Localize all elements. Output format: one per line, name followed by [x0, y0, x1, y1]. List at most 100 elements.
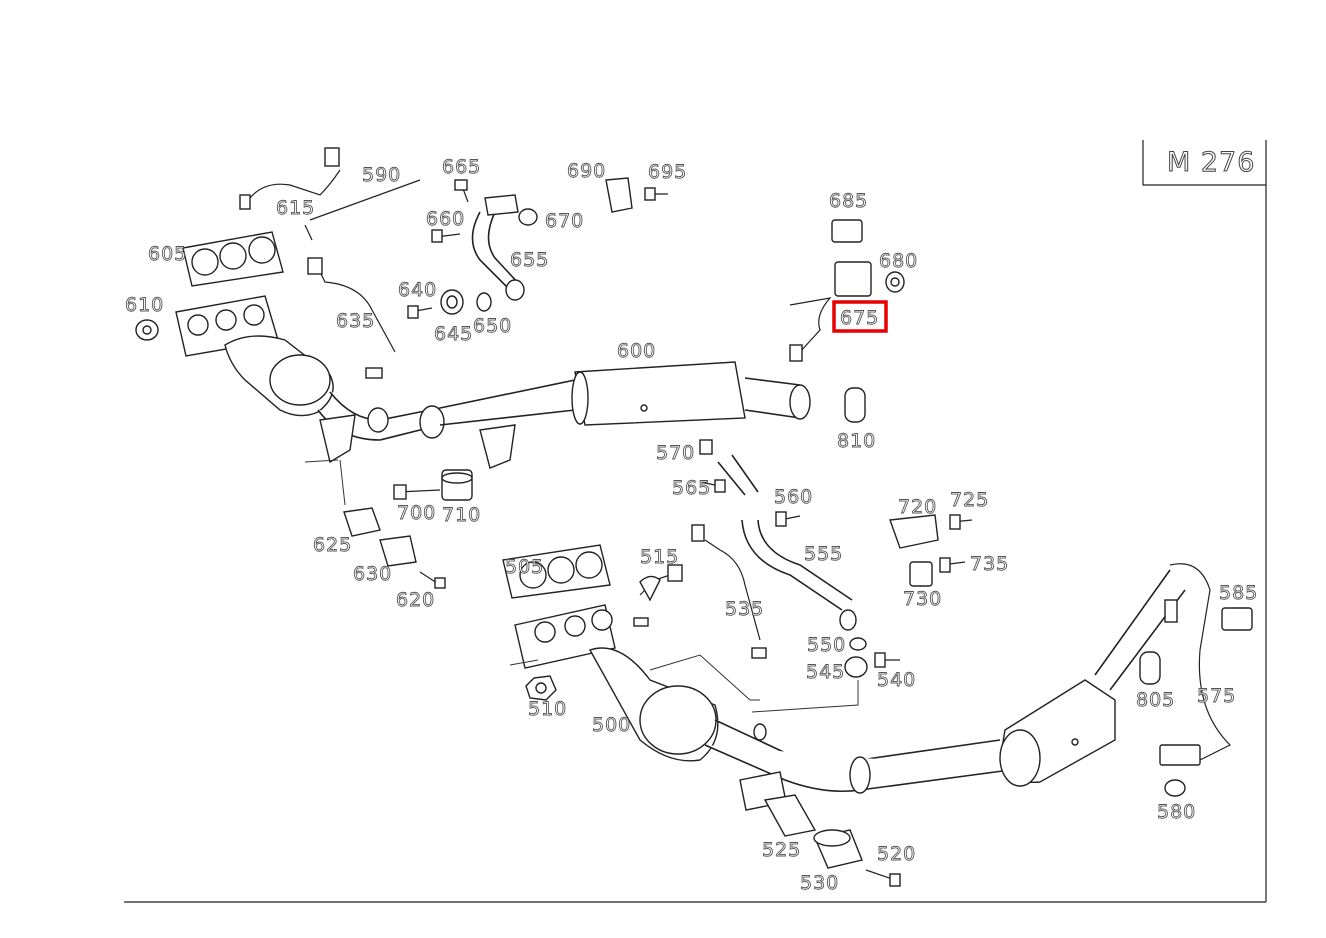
connector-685[interactable] [831, 219, 863, 243]
callout-580[interactable]: 580 [1157, 801, 1196, 824]
bolt-540[interactable] [874, 652, 900, 668]
callout-635[interactable]: 635 [336, 310, 375, 333]
callout-560[interactable]: 560 [774, 486, 813, 509]
callout-725[interactable]: 725 [950, 489, 989, 512]
damper-710[interactable] [441, 469, 473, 501]
callout-630[interactable]: 630 [353, 563, 392, 586]
callout-520[interactable]: 520 [877, 843, 916, 866]
callout-655[interactable]: 655 [510, 249, 549, 272]
callout-660[interactable]: 660 [426, 208, 465, 231]
callout-735[interactable]: 735 [970, 553, 1009, 576]
callout-700[interactable]: 700 [397, 502, 436, 525]
callout-645[interactable]: 645 [434, 323, 473, 346]
pipe-655[interactable] [471, 194, 525, 301]
callout-720[interactable]: 720 [898, 496, 937, 519]
gasket-670[interactable] [518, 208, 538, 226]
seal-650[interactable] [476, 292, 492, 312]
callout-640[interactable]: 640 [398, 279, 437, 302]
bracket-720[interactable] [889, 514, 939, 549]
callout-535[interactable]: 535 [725, 598, 764, 621]
bolt-565[interactable] [699, 479, 726, 493]
callout-665[interactable]: 665 [442, 156, 481, 179]
bracket-upper-2[interactable] [479, 424, 516, 469]
oxygen-sensor-675[interactable] [789, 261, 872, 362]
callout-805[interactable]: 805 [1136, 689, 1175, 712]
bracket-upper[interactable] [304, 414, 356, 464]
clamp-810[interactable] [844, 387, 866, 423]
connector-570[interactable] [699, 439, 713, 455]
bolt-725[interactable] [949, 514, 973, 530]
callout-695[interactable]: 695 [648, 161, 687, 184]
callout-680[interactable]: 680 [879, 250, 918, 273]
oxygen-sensor-635[interactable] [307, 257, 396, 379]
callout-510[interactable]: 510 [528, 698, 567, 721]
callout-710[interactable]: 710 [442, 504, 481, 527]
callout-690[interactable]: 690 [567, 160, 606, 183]
oxygen-sensor-535[interactable] [691, 524, 767, 659]
bolt-560[interactable] [775, 511, 801, 527]
callout-505[interactable]: 505 [505, 556, 544, 579]
nut-510[interactable] [525, 675, 557, 701]
gasket-505[interactable] [502, 544, 611, 599]
nut-680[interactable] [885, 271, 905, 293]
callout-600[interactable]: 600 [617, 340, 656, 363]
bolt-620[interactable] [419, 571, 446, 589]
nut-610[interactable] [135, 319, 159, 341]
callout-730[interactable]: 730 [903, 588, 942, 611]
callout-565[interactable]: 565 [672, 477, 711, 500]
callout-685[interactable]: 685 [829, 190, 868, 213]
damper-530[interactable] [813, 829, 863, 869]
bracket-690[interactable] [605, 177, 633, 213]
bolt-695[interactable] [644, 187, 668, 201]
oxygen-sensor-615[interactable] [239, 147, 341, 210]
bolt-665[interactable] [454, 179, 469, 203]
callout-605[interactable]: 605 [148, 243, 187, 266]
connector-580[interactable] [1159, 744, 1201, 797]
bolt-735[interactable] [939, 557, 966, 573]
callout-590[interactable]: 590 [362, 164, 401, 187]
callout-610[interactable]: 610 [125, 294, 164, 317]
callout-575[interactable]: 575 [1197, 685, 1236, 708]
bolt-700[interactable] [393, 484, 441, 500]
valve-730[interactable] [909, 561, 933, 587]
callout-675[interactable]: 675 [840, 307, 879, 330]
clamp-545[interactable] [844, 656, 868, 678]
manifold-catalyst-upper[interactable] [175, 295, 441, 441]
callout-515[interactable]: 515 [640, 546, 679, 569]
callout-570[interactable]: 570 [656, 442, 695, 465]
oxygen-sensor-575[interactable] [1164, 563, 1232, 766]
muffler-600[interactable] [439, 361, 811, 426]
manifold-catalyst-lower[interactable] [514, 604, 719, 762]
line-590[interactable] [304, 179, 421, 241]
clamp-805[interactable] [1139, 651, 1161, 685]
seal-550[interactable] [849, 637, 867, 651]
bolt-520[interactable] [865, 869, 901, 887]
gasket-605[interactable] [182, 231, 284, 287]
bracket-525[interactable] [739, 771, 817, 837]
rear-muffler-lower[interactable] [999, 569, 1186, 787]
callout-500[interactable]: 500 [592, 714, 631, 737]
callout-620[interactable]: 620 [396, 589, 435, 612]
pipe-555[interactable] [717, 454, 857, 631]
callout-670[interactable]: 670 [545, 210, 584, 233]
bolt-660[interactable] [431, 229, 461, 243]
callout-540[interactable]: 540 [877, 669, 916, 692]
bolt-640[interactable] [407, 305, 433, 319]
callout-615[interactable]: 615 [276, 197, 315, 220]
callout-650[interactable]: 650 [473, 315, 512, 338]
callout-545[interactable]: 545 [806, 661, 845, 684]
callout-525[interactable]: 525 [762, 839, 801, 862]
callout-585[interactable]: 585 [1219, 582, 1258, 605]
clamp-upper[interactable] [367, 405, 445, 439]
callout-550[interactable]: 550 [807, 634, 846, 657]
connector-585[interactable] [1221, 607, 1253, 631]
callout-555[interactable]: 555 [804, 543, 843, 566]
damper-625[interactable] [343, 507, 381, 537]
callout-810[interactable]: 810 [837, 430, 876, 453]
damper-630[interactable] [379, 535, 417, 567]
callout-530[interactable]: 530 [800, 872, 839, 895]
intermediate-pipe-lower[interactable] [704, 719, 1011, 794]
gasket-645[interactable] [440, 289, 464, 315]
callout-625[interactable]: 625 [313, 534, 352, 557]
oxygen-sensor-515[interactable] [633, 564, 683, 627]
